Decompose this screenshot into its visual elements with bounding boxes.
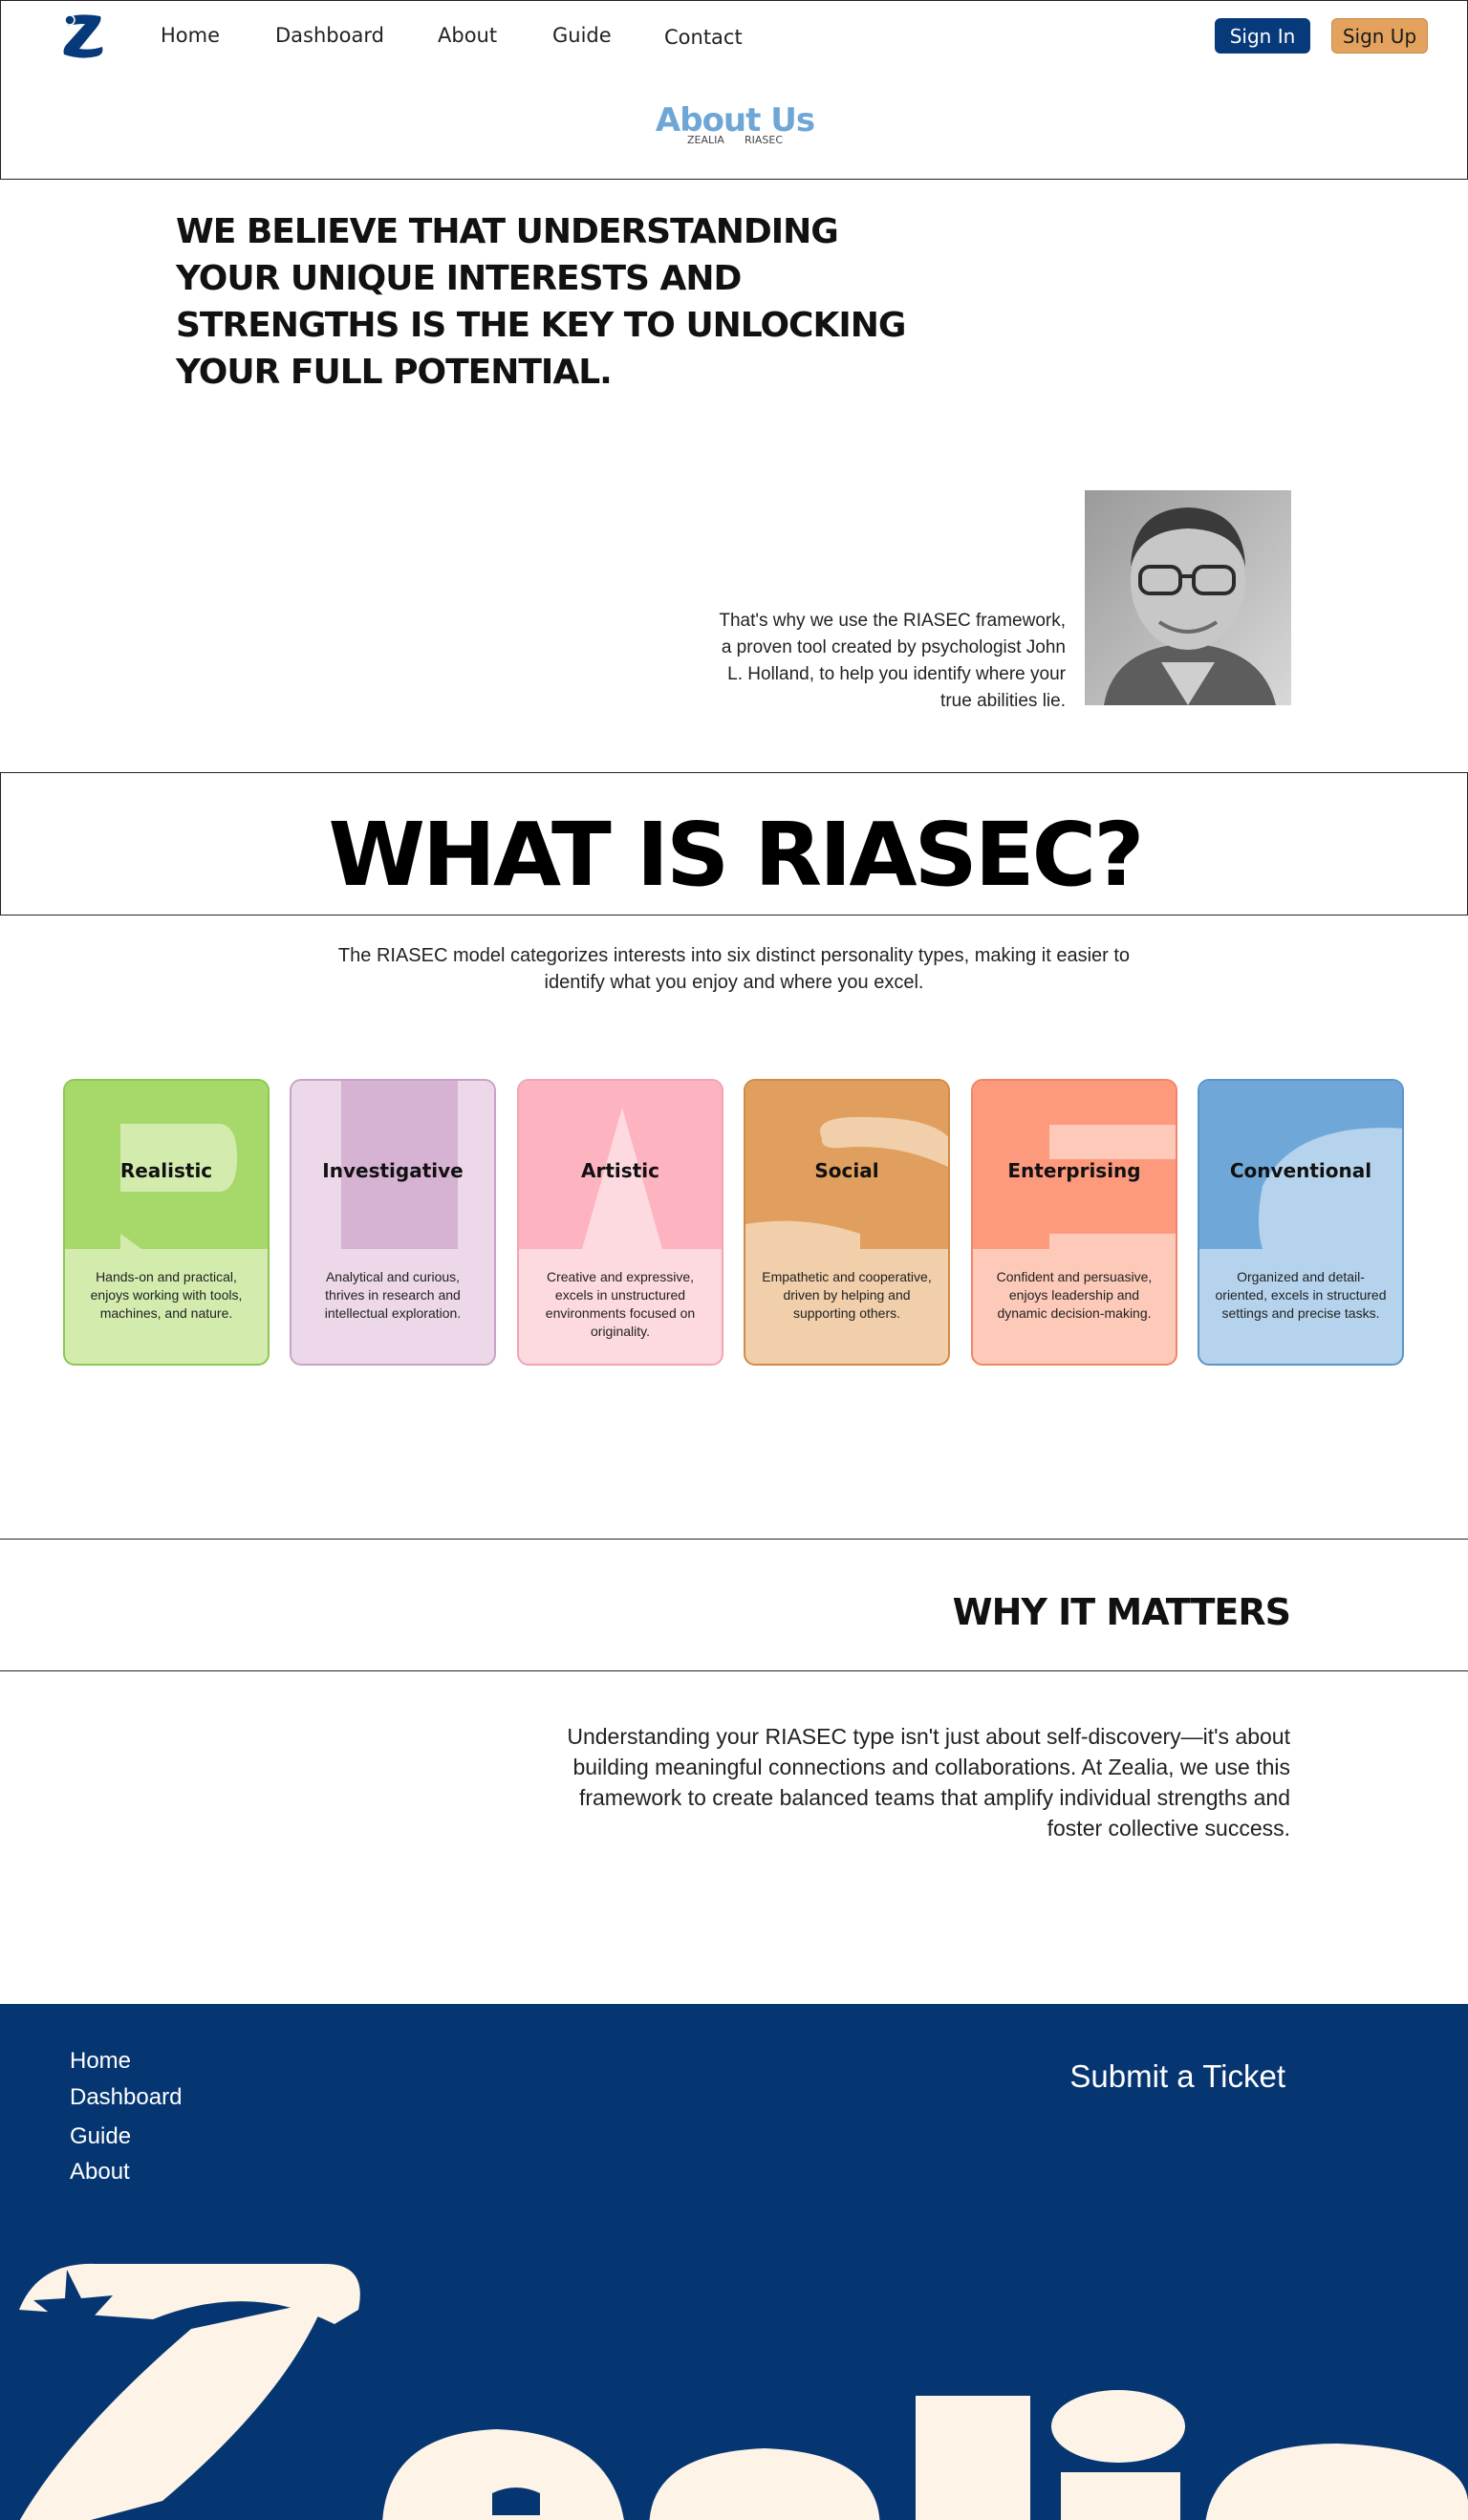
about-sub-riasec: RIASEC [745,134,784,146]
about-sub-zealia: ZEALIA [687,134,724,146]
card-description: Analytical and curious, thrives in resea… [324,1269,462,1321]
about-us-title: About Us [655,101,815,140]
footer: Home Dashboard Guide About Submit a Tick… [0,2004,1468,2520]
why-it-matters-text: Understanding your RIASEC type isn't jus… [567,1724,1290,1841]
what-is-riasec-banner: WHAT IS RIASEC? [0,772,1468,915]
card-description: Confident and persuasive, enjoys leaders… [996,1269,1153,1321]
card-title: Investigative [322,1159,464,1182]
card-title: Enterprising [1007,1159,1141,1182]
card-description: Creative and expressive, excels in unstr… [545,1269,696,1339]
submit-ticket-link[interactable]: Submit a Ticket [1069,2058,1285,2094]
riasec-card-investigative[interactable]: Investigative Analytical and curious, th… [290,1079,496,1366]
holland-description: That's why we use the RIASEC framework, … [719,611,1066,711]
riasec-description: The RIASEC model categorizes interests i… [337,945,1131,993]
card-header [973,1081,1176,1249]
footer-link-about[interactable]: About [70,2159,130,2185]
footer-link-dashboard[interactable]: Dashboard [70,2084,183,2110]
belief-statement: WE BELIEVE THAT UNDERSTANDING YOUR UNIQU… [176,212,906,392]
sign-in-button[interactable]: Sign In [1215,18,1310,54]
sign-up-button[interactable]: Sign Up [1331,18,1428,54]
card-description: Hands-on and practical, enjoys working w… [90,1269,243,1321]
john-holland-portrait [1085,490,1291,705]
card-title: Realistic [119,1159,213,1182]
card-title: Social [814,1159,879,1182]
card-header [65,1081,268,1249]
riasec-card-social[interactable]: Social Empathetic and cooperative, drive… [744,1079,950,1366]
card-description: Organized and detail-oriented, excels in… [1215,1269,1387,1321]
riasec-card-enterprising[interactable]: Enterprising Confident and persuasive, e… [971,1079,1177,1366]
riasec-card-artistic[interactable]: Artistic Creative and expressive, excels… [517,1079,723,1366]
nav-link-contact[interactable]: Contact [664,26,743,49]
nav-link-about[interactable]: About [438,24,498,47]
what-is-riasec-title: WHAT IS RIASEC? [328,804,1144,906]
card-title: Conventional [1229,1159,1372,1182]
why-it-matters-banner: WHY IT MATTERS [0,1539,1468,1671]
riasec-card-conventional[interactable]: Conventional Organized and detail-orient… [1198,1079,1404,1366]
card-header [745,1081,948,1249]
nav-link-dashboard[interactable]: Dashboard [275,24,384,47]
card-header [291,1081,494,1249]
card-header [1199,1081,1402,1249]
nav-link-home[interactable]: Home [161,24,221,47]
zealia-logo-icon[interactable] [58,11,108,60]
footer-link-home[interactable]: Home [70,2048,132,2074]
nav-link-guide[interactable]: Guide [552,24,612,47]
card-title: Artistic [581,1159,659,1182]
zealia-wordmark-logo [19,2263,1468,2520]
riasec-card-realistic[interactable]: Realistic Hands-on and practical, enjoys… [63,1079,270,1366]
about-us-banner: About Us ZEALIA RIASEC [0,69,1468,180]
footer-link-guide[interactable]: Guide [70,2123,132,2149]
card-description: Empathetic and cooperative, driven by he… [762,1269,932,1321]
why-it-matters-title: WHY IT MATTERS [952,1591,1291,1633]
card-header [519,1081,722,1249]
top-navbar: Home Dashboard About Guide Contact Sign … [0,0,1468,70]
